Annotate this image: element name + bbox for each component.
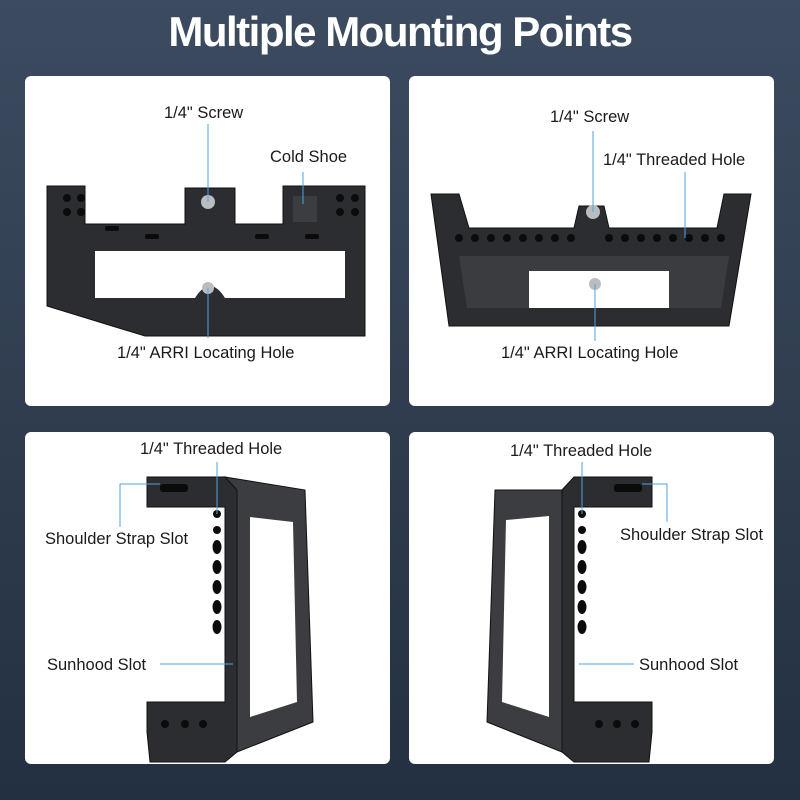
shoulder-strap-slot-label: Shoulder Strap Slot [45,530,189,548]
arri-hole-label: 1/4" ARRI Locating Hole [501,344,679,362]
cage-top-angled-image [430,131,752,341]
panel-side-view-left: 1/4" Threaded Hole Shoulder Strap Slot S… [25,432,390,764]
panel-top-view-front: 1/4" Screw Cold Shoe 1/4" ARRI Locating … [25,76,390,406]
cage-side-right-image [486,462,668,763]
threaded-hole-label: 1/4" Threaded Hole [603,151,746,169]
sunhood-slot-label: Sunhood Slot [47,656,147,674]
arri-hole-label: 1/4" ARRI Locating Hole [117,344,295,362]
cold-shoe-label: Cold Shoe [270,148,348,166]
page-title: Multiple Mounting Points [168,8,633,55]
cage-side-left-image [119,462,314,763]
shoulder-strap-slot-label: Shoulder Strap Slot [620,526,764,544]
panel-side-view-right: 1/4" Threaded Hole Shoulder Strap Slot S… [409,432,774,764]
screw-label: 1/4" Screw [550,108,630,126]
threaded-hole-label: 1/4" Threaded Hole [140,440,283,458]
threaded-hole-label: 1/4" Threaded Hole [510,442,653,460]
cage-top-front-image [46,124,366,338]
sunhood-slot-label: Sunhood Slot [639,656,739,674]
panel-top-view-angled: 1/4" Screw 1/4" Threaded Hole 1/4" ARRI … [409,76,774,406]
screw-label: 1/4" Screw [164,104,244,122]
